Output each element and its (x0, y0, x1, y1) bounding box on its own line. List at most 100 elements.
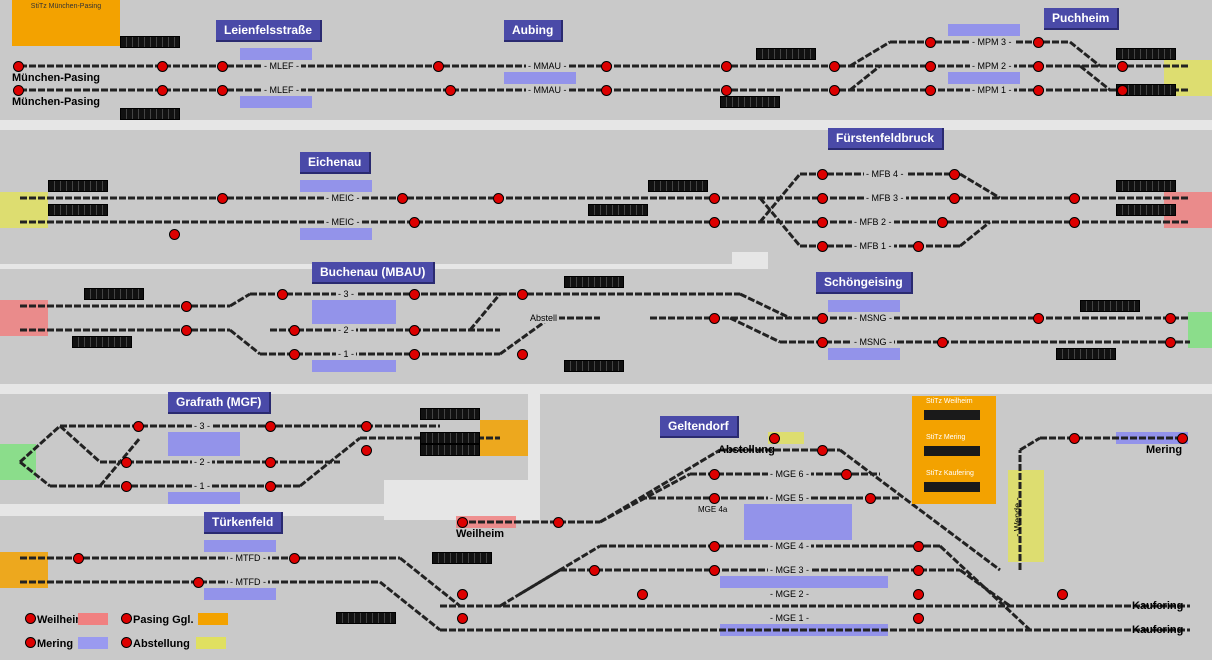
signal[interactable] (217, 193, 228, 204)
track-label-mlef-1[interactable]: - MLEF - (262, 61, 301, 71)
signal[interactable] (289, 349, 300, 360)
signal[interactable] (709, 541, 720, 552)
signal[interactable] (121, 457, 132, 468)
signal[interactable] (949, 169, 960, 180)
signal[interactable] (829, 85, 840, 96)
signal[interactable] (913, 613, 924, 624)
track-label-mge-2[interactable]: - MGE 2 - (768, 589, 812, 599)
station-title-puchheim[interactable]: Puchheim (1044, 8, 1120, 30)
track-label-msng-1[interactable]: - MSNG - (852, 313, 894, 323)
signal[interactable] (925, 61, 936, 72)
signal[interactable] (817, 445, 828, 456)
station-title-schoengeising[interactable]: Schöngeising (816, 272, 913, 294)
track-label-mge-5[interactable]: - MGE 5 - (768, 493, 812, 503)
signal[interactable] (1117, 61, 1128, 72)
signal[interactable] (157, 61, 168, 72)
track-label-mlef-2[interactable]: - MLEF - (262, 85, 301, 95)
signal[interactable] (1069, 193, 1080, 204)
track-label-mge-6[interactable]: - MGE 6 - (768, 469, 812, 479)
signal[interactable] (553, 517, 564, 528)
signal[interactable] (1033, 313, 1044, 324)
signal[interactable] (709, 313, 720, 324)
signal[interactable] (1117, 85, 1128, 96)
signal[interactable] (1033, 61, 1044, 72)
signal[interactable] (409, 217, 420, 228)
signal[interactable] (517, 349, 528, 360)
signal[interactable] (181, 325, 192, 336)
signal[interactable] (493, 193, 504, 204)
station-title-fuerstenfeldbruck[interactable]: Fürstenfeldbruck (828, 128, 945, 150)
signal[interactable] (721, 85, 732, 96)
signal[interactable] (157, 85, 168, 96)
signal[interactable] (913, 589, 924, 600)
signal[interactable] (937, 217, 948, 228)
signal[interactable] (409, 349, 420, 360)
signal[interactable] (193, 577, 204, 588)
signal[interactable] (637, 589, 648, 600)
track-label-mpm-3[interactable]: - MPM 3 - (970, 37, 1014, 47)
signal[interactable] (457, 613, 468, 624)
signal[interactable] (709, 193, 720, 204)
signal[interactable] (409, 289, 420, 300)
signal[interactable] (13, 61, 24, 72)
signal[interactable] (709, 469, 720, 480)
signal[interactable] (937, 337, 948, 348)
signal[interactable] (265, 421, 276, 432)
signal[interactable] (361, 445, 372, 456)
signal[interactable] (1069, 433, 1080, 444)
track-label-mbau-2[interactable]: - 2 - (336, 325, 357, 335)
station-title-tuerkenfeld[interactable]: Türkenfeld (204, 512, 284, 534)
signal[interactable] (289, 553, 300, 564)
track-label-mgf-3[interactable]: - 3 - (192, 421, 213, 431)
signal[interactable] (181, 301, 192, 312)
track-label-mbau-1[interactable]: - 1 - (336, 349, 357, 359)
signal[interactable] (721, 61, 732, 72)
signal[interactable] (913, 565, 924, 576)
signal[interactable] (457, 517, 468, 528)
signal[interactable] (709, 217, 720, 228)
signal[interactable] (709, 565, 720, 576)
signal[interactable] (601, 61, 612, 72)
station-title-eichenau[interactable]: Eichenau (300, 152, 372, 174)
signal[interactable] (1165, 337, 1176, 348)
signal[interactable] (397, 193, 408, 204)
signal[interactable] (949, 193, 960, 204)
track-label-mtfd-1[interactable]: - MTFD - (228, 553, 268, 563)
signal[interactable] (1033, 85, 1044, 96)
signal[interactable] (589, 565, 600, 576)
track-label-mge-4a[interactable]: MGE 4a (698, 505, 728, 514)
signal[interactable] (409, 325, 420, 336)
track-label-mgf-2[interactable]: - 2 - (192, 457, 213, 467)
track-label-meic-2[interactable]: - MEIC - (324, 217, 362, 227)
station-title-aubing[interactable]: Aubing (504, 20, 564, 42)
station-title-geltendorf[interactable]: Geltendorf (660, 416, 739, 438)
station-title-grafrath[interactable]: Grafrath (MGF) (168, 392, 272, 414)
station-title-buchenau[interactable]: Buchenau (MBAU) (312, 262, 436, 284)
signal[interactable] (817, 241, 828, 252)
signal[interactable] (361, 421, 372, 432)
signal[interactable] (817, 217, 828, 228)
signal[interactable] (1033, 37, 1044, 48)
station-title-leienfelsstrasse[interactable]: Leienfelsstraße (216, 20, 323, 42)
signal[interactable] (829, 61, 840, 72)
signal[interactable] (265, 481, 276, 492)
signal[interactable] (913, 541, 924, 552)
signal[interactable] (925, 37, 936, 48)
track-label-mmau-2[interactable]: - MMAU - (526, 85, 569, 95)
track-label-mgf-1[interactable]: - 1 - (192, 481, 213, 491)
signal[interactable] (817, 193, 828, 204)
signal[interactable] (289, 325, 300, 336)
track-label-mfb-2[interactable]: - MFB 2 - (852, 217, 894, 227)
track-label-mbau-3[interactable]: - 3 - (336, 289, 357, 299)
signal[interactable] (517, 289, 528, 300)
signal[interactable] (817, 313, 828, 324)
track-label-mge-1[interactable]: - MGE 1 - (768, 613, 812, 623)
signal[interactable] (73, 553, 84, 564)
track-label-wende[interactable]: - Wende - (1012, 497, 1023, 537)
signal[interactable] (601, 85, 612, 96)
track-label-mfb-1[interactable]: - MFB 1 - (852, 241, 894, 251)
signal[interactable] (865, 493, 876, 504)
signal[interactable] (445, 85, 456, 96)
track-label-mpm-2[interactable]: - MPM 2 - (970, 61, 1014, 71)
signal[interactable] (841, 469, 852, 480)
